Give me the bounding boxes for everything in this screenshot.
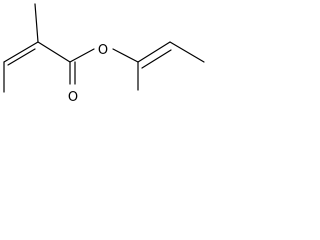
bond-vinyl-carbon-to-terminal-methyl-right xyxy=(169,41,205,63)
structure-canvas: O O xyxy=(0,0,214,111)
bond-enol-carbon-to-vinyl-carbon-double xyxy=(141,49,172,69)
bond-enol-carbon-to-vinyl-carbon xyxy=(137,41,171,63)
bond-ester-oxygen-to-enol-carbon xyxy=(112,48,139,63)
atom-label-ester-oxygen: O xyxy=(98,43,108,58)
bond-carbonyl-carbon-to-ester-oxygen xyxy=(69,48,95,63)
bond-alkene-carbon-to-vinyl-carbon-double xyxy=(7,48,36,66)
atom-label-carbonyl-oxygen: O xyxy=(68,90,78,105)
bond-methyl-to-alkene-carbon xyxy=(34,3,39,43)
bond-alkene-carbon-to-carbonyl-carbon xyxy=(37,41,71,63)
bond-alkene-carbon-to-vinyl-carbon xyxy=(3,41,39,63)
